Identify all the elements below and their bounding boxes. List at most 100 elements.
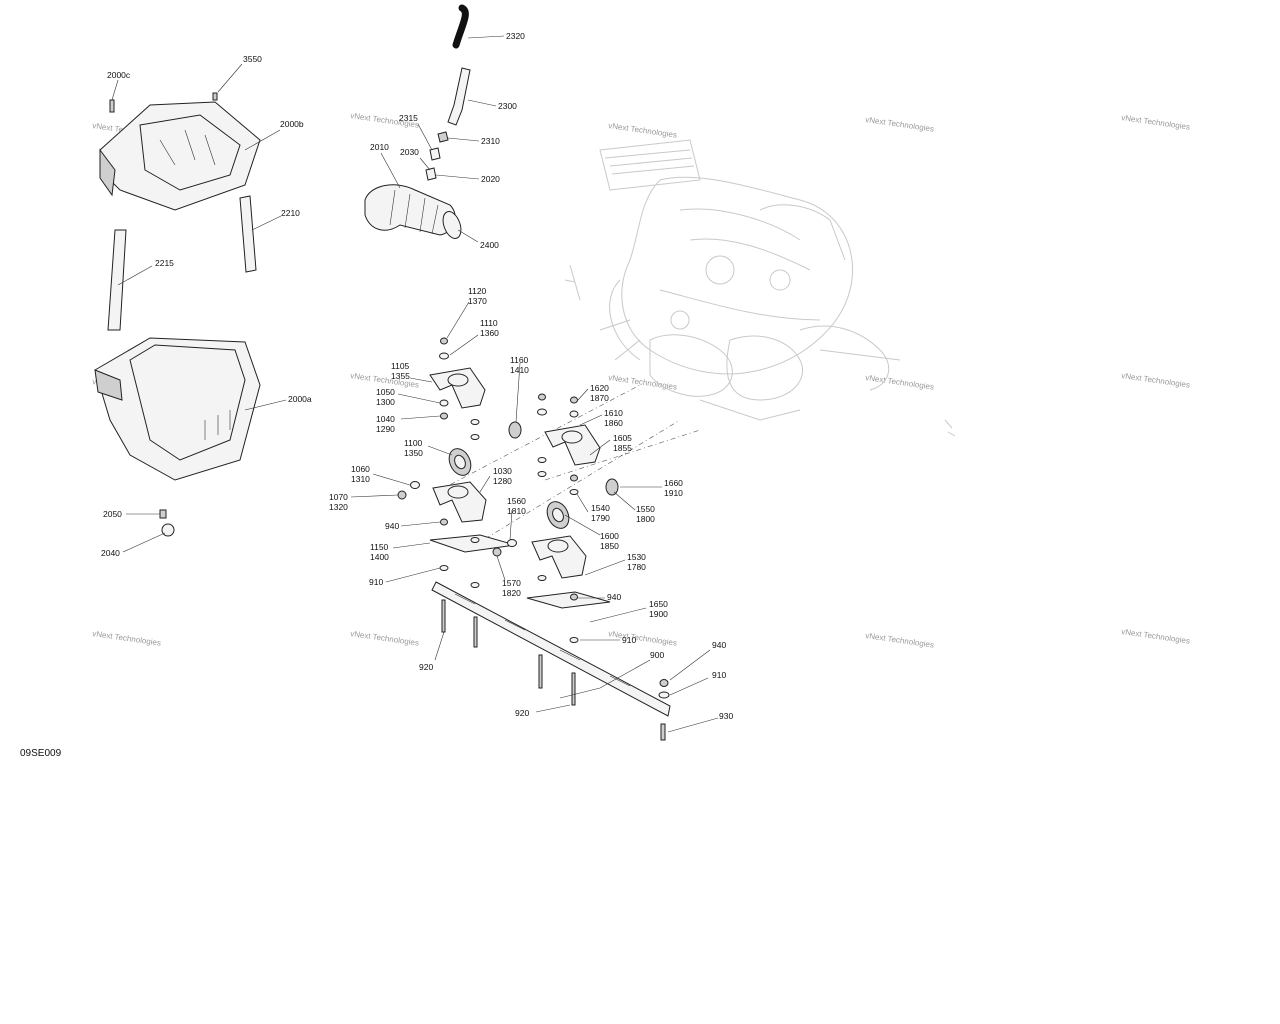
support-rail-900 (431, 581, 671, 717)
intake-boot-2010 (364, 184, 456, 236)
callout-label: 1570 (502, 578, 521, 588)
watermark-text: vNext Technologies (1121, 113, 1191, 132)
callout-label: 3550 (243, 54, 262, 64)
callout-label: 1320 (329, 502, 348, 512)
callout-label: 1105 (391, 361, 410, 371)
callout-label: 1900 (649, 609, 668, 619)
callout-label: 1620 (590, 383, 609, 393)
plate-1530 (526, 591, 611, 609)
callout-label: 910 (369, 577, 383, 587)
callout-label: 920 (515, 708, 529, 718)
watermark-text: vNext Technologies (92, 629, 162, 648)
watermark-text: vNext Technologies (1121, 371, 1191, 390)
callout-label: 1290 (376, 424, 395, 434)
callout-label: 2210 (281, 208, 300, 218)
leader-lines (111, 35, 719, 733)
callout-label: 910 (622, 635, 636, 645)
mount-right-upper-bracket (544, 424, 601, 466)
callout-labels: 3550 2000c 2000b 2210 2215 2000a 2050 2040 2320 2… (101, 31, 733, 721)
callout-label: 2020 (481, 174, 500, 184)
callout-label: 1810 (507, 506, 526, 516)
callout-label: 1600 (600, 531, 619, 541)
screw-3550 (212, 92, 218, 101)
callout-label: 1855 (613, 443, 632, 453)
callout-label: 1800 (636, 514, 655, 524)
callout-label: 1060 (351, 464, 370, 474)
callout-label: 2310 (481, 136, 500, 146)
callout-label: 1820 (502, 588, 521, 598)
callout-label: 1650 (649, 599, 668, 609)
bolts-920 (441, 599, 576, 706)
fitting-2315-2030-2020 (425, 147, 441, 181)
airbox-upper-housing (99, 101, 261, 211)
watermark-text: vNext Technologies (865, 115, 935, 134)
centerline-1 (439, 384, 641, 491)
drain-screw-2050 (159, 509, 167, 519)
callout-label: 1560 (507, 496, 526, 506)
mount-right-bushing (546, 501, 570, 529)
callout-label: 1360 (480, 328, 499, 338)
centerline-3 (544, 429, 701, 481)
fitting-2310 (437, 131, 449, 143)
callout-label: 2000b (280, 119, 304, 129)
callout-label: 1280 (493, 476, 512, 486)
callout-label: 920 (419, 662, 433, 672)
strap-2215 (107, 229, 127, 331)
callout-label: 1910 (664, 488, 683, 498)
callout-label: 1310 (351, 474, 370, 484)
callout-label: 1540 (591, 503, 610, 513)
diagram-code: 09SE009 (20, 748, 62, 759)
callout-label: 940 (607, 592, 621, 602)
callout-label: 2000c (107, 70, 131, 80)
airbox-lower-housing (94, 337, 261, 481)
callout-label: 2320 (506, 31, 525, 41)
callout-label: 2030 (400, 147, 419, 157)
callout-label: 1355 (391, 371, 410, 381)
engine-ghost-illustration (564, 139, 956, 437)
callout-label: 930 (719, 711, 733, 721)
watermark-text: vNext Technologies (350, 629, 420, 648)
callout-label: 1350 (404, 448, 423, 458)
mount-left-upper-bracket (429, 367, 486, 409)
callout-label: 1030 (493, 466, 512, 476)
callout-label: 2315 (399, 113, 418, 123)
mount-left-bushing (448, 448, 472, 476)
callout-label: 2050 (103, 509, 122, 519)
callout-label: 1370 (468, 296, 487, 306)
callout-label: 1120 (468, 286, 487, 296)
vent-hose-2320 (452, 4, 469, 49)
centerline-2 (474, 419, 681, 546)
callout-label: 1610 (604, 408, 623, 418)
callout-label: 1410 (510, 365, 529, 375)
mount-right-spacer-1660 (605, 478, 619, 496)
watermark-text: vNext Technologies (608, 629, 678, 648)
callout-label: 1110 (480, 318, 498, 328)
callout-label: 940 (712, 640, 726, 650)
callout-label: 1040 (376, 414, 395, 424)
clamp-2400 (442, 211, 462, 239)
mount-left-spacer-1160 (508, 421, 522, 439)
callout-label: 2000a (288, 394, 312, 404)
mount-left-lower-bracket (432, 481, 487, 523)
callout-label: 1530 (627, 552, 646, 562)
callout-label: 1550 (636, 504, 655, 514)
callout-label: 2040 (101, 548, 120, 558)
callout-label: 1780 (627, 562, 646, 572)
callout-label: 900 (650, 650, 664, 660)
washers-and-nuts (397, 337, 670, 699)
callout-label: 2215 (155, 258, 174, 268)
mount-right-lower-bracket (531, 535, 587, 579)
callout-label: 1300 (376, 397, 395, 407)
screw-2000c (109, 99, 115, 113)
callout-label: 1860 (604, 418, 623, 428)
watermark-text: vNext Technologies (608, 121, 678, 140)
callout-label: 2300 (498, 101, 517, 111)
watermark-text: vNext Technologies (1121, 627, 1191, 646)
callout-label: 1160 (510, 355, 529, 365)
callout-label: 1070 (329, 492, 348, 502)
callout-label: 1790 (591, 513, 610, 523)
callout-label: 1850 (600, 541, 619, 551)
callout-label: 940 (385, 521, 399, 531)
callout-label: 1050 (376, 387, 395, 397)
